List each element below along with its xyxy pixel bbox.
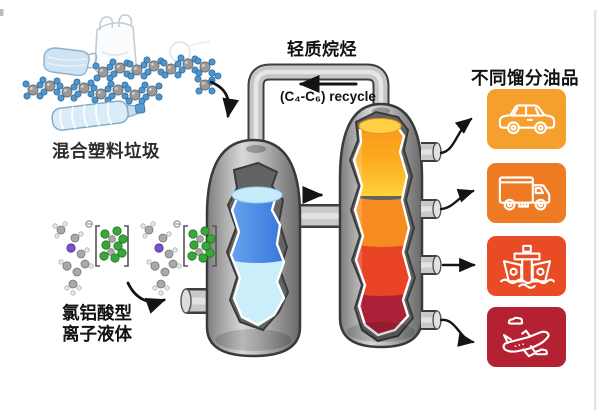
- ionic-liquid-molecules: [52, 220, 217, 296]
- ionic-liquid-label-line1: 氯铝酸型: [62, 303, 132, 323]
- recycle-label: (C₄-C₆) recycle: [280, 89, 376, 104]
- cup-debris-icon: [169, 40, 211, 63]
- ship-icon: [499, 244, 555, 289]
- ionic-liquid-feed-arrow: [126, 281, 167, 314]
- waste-feed-arrow: [209, 80, 239, 119]
- truck-icon: [498, 176, 550, 211]
- distillation-column: [338, 102, 442, 349]
- fraction1-arrow: [439, 117, 473, 155]
- fraction2-arrow: [439, 188, 475, 211]
- car-icon: [498, 104, 555, 135]
- plastic-bottle-icon: [51, 100, 146, 131]
- fraction-oils-header: 不同馏分油品: [471, 68, 579, 88]
- fraction4-arrow: [439, 318, 475, 347]
- product-tile-ship: [487, 236, 566, 296]
- recycle-pipe: [247, 63, 390, 152]
- product-tile-airplane: [487, 307, 566, 367]
- right-edge-line: [594, 10, 597, 410]
- ionic-liquid-label-line2: 离子液体: [62, 324, 132, 344]
- flow-arrows: [126, 75, 476, 347]
- airplane-icon: [501, 316, 550, 358]
- light-alkanes-label: 轻质烷烃: [287, 40, 357, 59]
- plastic-waste-illustration: [22, 14, 222, 131]
- product-tile-car: [487, 89, 566, 149]
- product-tile-truck: [487, 163, 566, 223]
- face-mask-icon: [43, 47, 98, 77]
- dissolution-vessel: [205, 138, 302, 358]
- column-nozzles: [421, 142, 442, 330]
- ionic-liquid-label: 氯铝酸型 离子液体: [44, 303, 150, 345]
- mixed-plastic-waste-label: 混合塑料垃圾: [52, 141, 160, 161]
- corner-artifact: [0, 9, 4, 16]
- polymer-molecules: [22, 54, 222, 105]
